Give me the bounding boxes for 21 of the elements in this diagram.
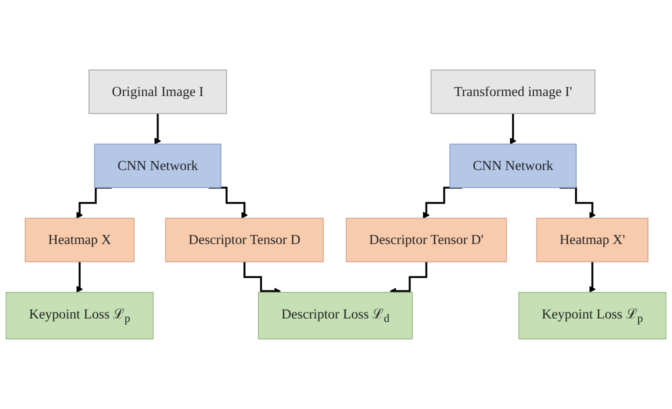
- node-box: CNN Network: [449, 144, 577, 188]
- arrow: [244, 260, 281, 294]
- arrow: [154, 112, 162, 144]
- node-box: Heatmap X': [536, 218, 648, 262]
- arrow: [76, 186, 112, 219]
- node-box: Descriptor Loss ℒ$_{d}$: [258, 292, 413, 340]
- node-box: Descriptor Tensor D: [165, 218, 324, 262]
- node-box: Descriptor Tensor D': [346, 218, 507, 262]
- arrow: [208, 186, 248, 219]
- node-box: Heatmap X: [24, 218, 134, 262]
- node-box: CNN Network: [94, 144, 222, 188]
- node-box: Keypoint Loss ℒ$_{p}$: [518, 292, 666, 340]
- node-box: Original Image I: [88, 70, 227, 114]
- arrow: [560, 186, 596, 219]
- arrow: [422, 186, 462, 219]
- arrow: [390, 260, 428, 294]
- arrow: [76, 260, 84, 293]
- arrow: [588, 260, 596, 293]
- arrow: [510, 112, 516, 144]
- node-box: Keypoint Loss ℒ$_{p}$: [6, 292, 154, 340]
- node-box: Transformed image I': [430, 70, 596, 114]
